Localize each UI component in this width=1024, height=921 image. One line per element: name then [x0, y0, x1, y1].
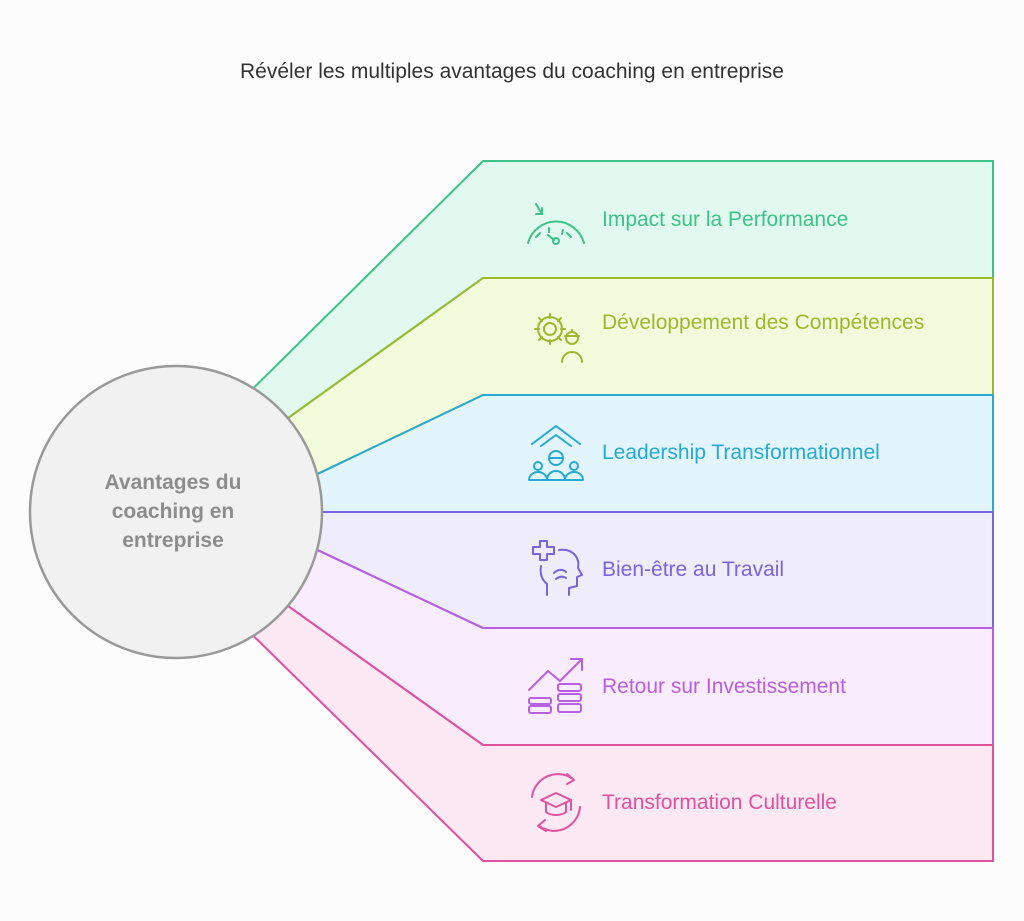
growth-coins-icon	[528, 658, 583, 714]
item-label-culture: Transformation Culturelle	[602, 791, 837, 814]
item-label-performance: Impact sur la Performance	[602, 208, 849, 231]
band-roi	[287, 549, 993, 745]
team-arrow-up-icon	[528, 425, 584, 481]
item-label-roi: Retour sur Investissement	[602, 675, 846, 698]
gear-person-icon	[534, 313, 583, 363]
item-label-bien-etre: Bien-être au Travail	[602, 558, 785, 581]
band-competences	[287, 278, 993, 475]
diagram-title: Révéler les multiples avantages du coach…	[240, 60, 784, 83]
speedometer-icon	[527, 203, 585, 245]
band-outline-culture	[252, 605, 994, 862]
band-performance	[253, 161, 993, 419]
head-health-icon	[532, 540, 583, 596]
center-circle	[28, 364, 324, 660]
band-culture	[253, 605, 993, 861]
cycle-graduation-cap-icon	[531, 773, 581, 832]
band-leadership	[317, 395, 994, 512]
band-bien-etre	[317, 512, 994, 628]
item-label-leadership: Leadership Transformationnel	[602, 441, 880, 464]
center-label: Avantages du coaching en entreprise	[104, 471, 242, 552]
item-label-competences: Développement des Compétences	[602, 311, 925, 334]
